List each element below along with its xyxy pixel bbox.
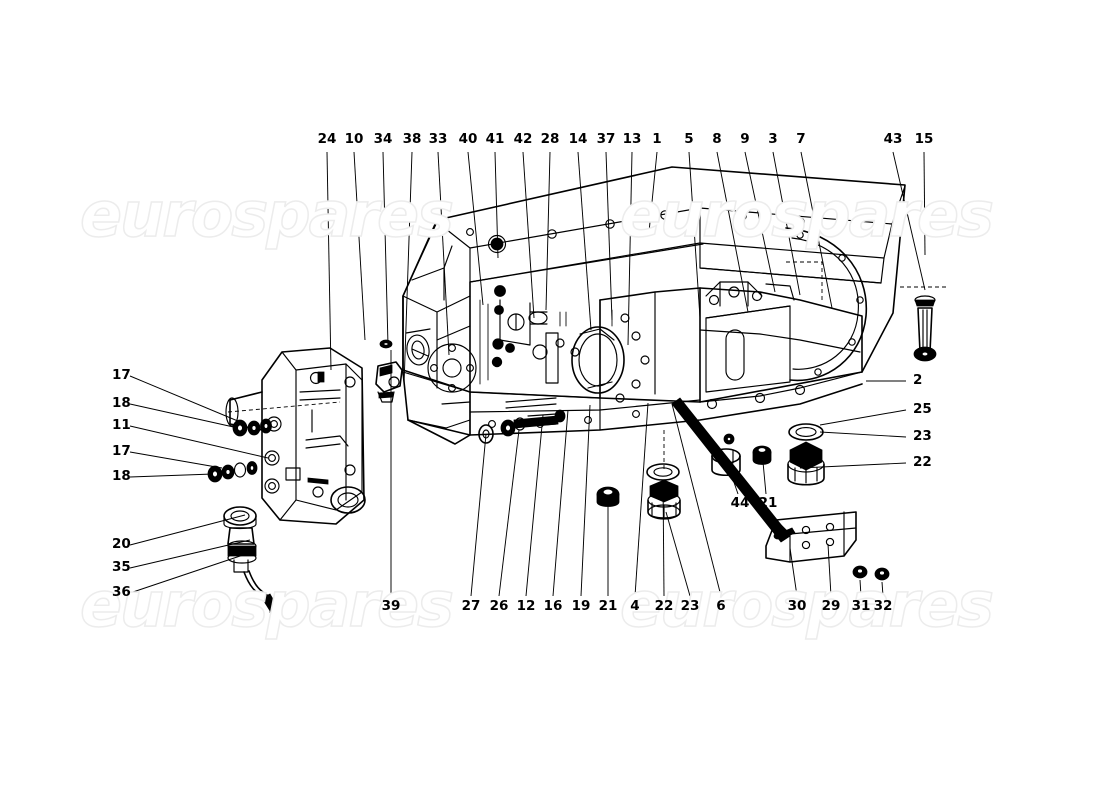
callout-number: 21 xyxy=(598,598,618,614)
callout-number: 44 xyxy=(730,495,750,511)
callout-number: 20 xyxy=(112,536,131,552)
callout-number: 38 xyxy=(402,131,422,147)
callout-number: 12 xyxy=(516,598,536,614)
callout-number: 40 xyxy=(458,131,478,147)
small-linkage-part xyxy=(375,339,403,403)
callout-number: 11 xyxy=(112,417,131,433)
callout-number: 3 xyxy=(768,131,778,147)
callout-number: 37 xyxy=(596,131,616,147)
callout-number: 22 xyxy=(913,454,932,470)
callout-number: 27 xyxy=(461,598,481,614)
callout-number: 17 xyxy=(112,367,131,383)
callout-number: 24 xyxy=(317,131,337,147)
callout-number: 17 xyxy=(112,443,131,459)
callout-number: 23 xyxy=(680,598,700,614)
callout-number: 18 xyxy=(112,468,131,484)
callout-number: 6 xyxy=(716,598,726,614)
callout-number: 9 xyxy=(740,131,750,147)
callout-number: 19 xyxy=(571,598,591,614)
callout-number: 41 xyxy=(485,131,505,147)
callout-number: 25 xyxy=(913,401,932,417)
callout-number: 14 xyxy=(568,131,588,147)
callout-number: 13 xyxy=(622,131,642,147)
callout-number: 18 xyxy=(112,395,131,411)
gearbox-housing-body xyxy=(402,166,906,445)
long-bolt-assembly xyxy=(900,286,948,362)
callout-number: 30 xyxy=(787,598,807,614)
callout-number: 8 xyxy=(712,131,722,147)
callout-number: 22 xyxy=(654,598,674,614)
right-washer-nut-assembly xyxy=(787,423,825,486)
callout-number: 23 xyxy=(913,428,932,444)
body-hardware-small xyxy=(478,409,566,444)
callout-number: 36 xyxy=(112,584,131,600)
callout-number: 16 xyxy=(543,598,563,614)
breather-filler-assembly xyxy=(223,506,281,619)
callout-number: 32 xyxy=(873,598,893,614)
callout-number: 26 xyxy=(489,598,509,614)
callout-number: 31 xyxy=(851,598,871,614)
callout-number: 28 xyxy=(540,131,560,147)
mounting-bracket xyxy=(671,397,890,581)
callout-number: 42 xyxy=(513,131,533,147)
callout-number: 39 xyxy=(381,598,401,614)
callout-number: 33 xyxy=(428,131,448,147)
callout-number: 10 xyxy=(344,131,364,147)
callout-number: 5 xyxy=(684,131,694,147)
callout-number: 15 xyxy=(914,131,934,147)
callout-number: 29 xyxy=(821,598,841,614)
leader-lines xyxy=(129,151,926,597)
callout-number: 34 xyxy=(373,131,393,147)
callout-number: 1 xyxy=(652,131,662,147)
callout-number: 35 xyxy=(112,559,131,575)
callout-number: 7 xyxy=(796,131,806,147)
callout-number: 2 xyxy=(913,372,923,388)
callout-number: 43 xyxy=(883,131,903,147)
callout-number: 21 xyxy=(758,495,778,511)
side-cover-housing xyxy=(225,347,366,525)
left-fastener-stack xyxy=(207,418,272,483)
center-lower-parts xyxy=(596,430,681,520)
callout-number: 4 xyxy=(630,598,640,614)
